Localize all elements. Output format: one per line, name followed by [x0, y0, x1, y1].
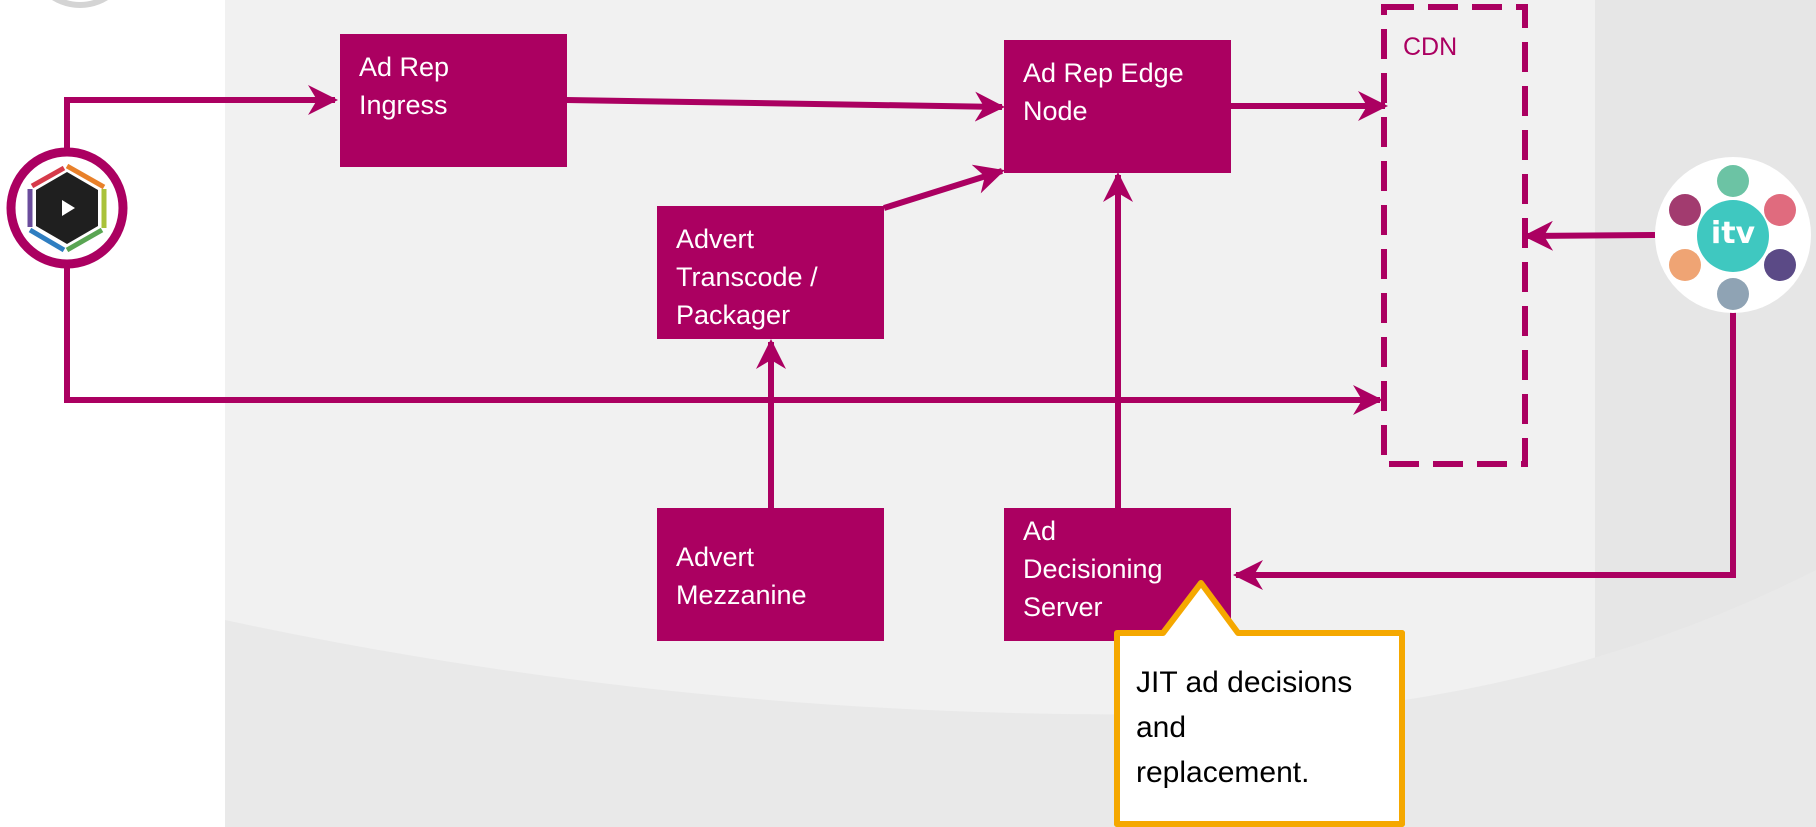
itv-logo-text: itv	[1710, 216, 1756, 251]
callout-line-1: JIT ad decisions	[1136, 666, 1353, 699]
advert-mezzanine-line-2: Mezzanine	[676, 580, 807, 610]
edge-itv-to-decisioning	[1233, 310, 1736, 590]
ad-rep-ingress-node: Ad Rep Ingress	[340, 34, 567, 167]
callout-line-3: replacement.	[1136, 756, 1310, 789]
cdn-container	[1381, 4, 1528, 467]
advert-transcode-packager-node: Advert Transcode / Packager	[657, 206, 884, 339]
play-hexagon-logo	[6, 147, 128, 269]
edge-transcode-to-edge-node	[883, 164, 1005, 211]
ad-rep-edge-node-line-2: Node	[1023, 96, 1088, 126]
ad-rep-ingress-line-2: Ingress	[359, 90, 448, 120]
itv-logo	[1655, 157, 1811, 313]
ad-decisioning-server-node: Ad Decisioning Server	[1004, 508, 1231, 641]
advert-mezzanine-line-1: Advert	[676, 542, 755, 572]
callout-text: JIT ad decisions and replacement.	[1136, 660, 1376, 795]
advert-mezzanine-node: Advert Mezzanine	[657, 508, 884, 641]
ad-rep-edge-node-line-1: Ad Rep Edge	[1023, 58, 1184, 88]
advert-transcode-line-3: Packager	[676, 300, 791, 330]
ad-decisioning-line-3: Server	[1023, 592, 1103, 622]
advert-transcode-line-2: Transcode /	[676, 262, 818, 292]
advert-transcode-line-1: Advert	[676, 224, 755, 254]
ad-decisioning-line-2: Decisioning	[1023, 554, 1163, 584]
cdn-label: CDN	[1403, 33, 1458, 61]
edge-logo-to-cdn	[64, 265, 1383, 415]
ad-rep-edge-node: Ad Rep Edge Node	[1004, 40, 1231, 173]
callout-line-2: and	[1136, 711, 1187, 744]
edge-logo-to-ingress	[64, 85, 338, 148]
ad-rep-ingress-line-1: Ad Rep	[359, 52, 450, 82]
edge-itv-to-cdn	[1523, 220, 1656, 251]
ad-decisioning-line-1: Ad	[1023, 516, 1057, 546]
callout-bubble-front	[1114, 580, 1405, 827]
edge-ingress-to-edge-node	[565, 91, 1005, 122]
